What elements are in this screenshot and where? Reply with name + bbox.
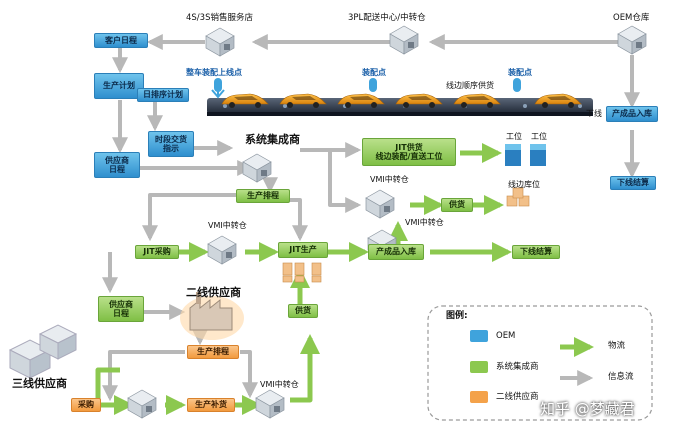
assembly-point-markers [211,78,521,99]
warehouse-icon [617,25,647,55]
offline-settle-2-box: 下线结算 [512,245,560,259]
warehouse-icon [127,389,157,419]
car-icon [453,93,501,108]
warehouse-icon [365,189,395,219]
purchase-box: 采购 [71,398,101,412]
offline-label: 下线 [586,109,602,118]
assembly-point-1-label: 装配点 [362,68,386,77]
tpl-center-label: 3PL配送中心/中转仓 [348,13,426,23]
car-icon [534,93,582,108]
legend-title: 图例: [446,311,468,321]
vehicle-line-point-label: 整车装配上线点 [186,68,242,77]
warehouse-icon [242,153,272,183]
vmi-hub-2-label: VMI中转仓 [405,218,444,227]
tertiary-supplier-label: 三线供应商 [12,377,67,390]
jit-supply-box: JIT供货 线边装配/直送工位 [362,138,456,166]
warehouse-icon [389,25,419,55]
station-2-label: 工位 [531,132,547,141]
dealer-label: 4S/3S销售服务店 [186,13,253,23]
legend-secondary-supplier: 二线供应商 [496,392,539,402]
vmi-hub-3-label: VMI中转仓 [208,221,247,230]
assembly-point-2-label: 装配点 [508,68,532,77]
station-1-label: 工位 [506,132,522,141]
legend-logistics: 物流 [608,341,626,351]
system-integrator-label: 系统集成商 [245,133,300,146]
station-icons [505,144,546,166]
supplier-schedule-1-box: 供应商 日程 [94,152,140,178]
production-replenish-box: 生产补货 [187,398,235,412]
supply-1-box: 供货 [441,198,473,212]
daily-sequence-plan-box: 日排序计划 [137,88,189,102]
oem-warehouse-label: OEM仓库 [613,13,650,23]
customer-schedule-box: 客户日程 [94,33,148,48]
legend-information-flow: 信息流 [608,372,634,382]
jit-procurement-box: JIT采购 [135,245,179,259]
information-flow-arrows [102,34,640,402]
car-icon [395,93,443,108]
factory-icon [180,292,244,340]
production-plan-box: 生产计划 [94,73,144,99]
vmi-hub-1-label: VMI中转仓 [370,175,409,184]
jit-production-box: JIT生产 [278,242,328,258]
production-schedule-2-box: 生产排程 [187,345,239,359]
production-schedule-1-box: 生产排程 [236,189,290,203]
warehouse-icon [255,389,285,419]
supply-2-box: 供货 [288,304,318,318]
warehouse-icon [205,27,235,57]
car-icon [221,93,269,108]
tertiary-supplier-icon [8,324,78,379]
car-icon [337,93,385,108]
product-in-2-box: 产成品入库 [368,244,424,260]
pallet-icons [282,187,530,283]
line-side-storage-label: 线边库位 [508,180,540,189]
line-side-sequence-label: 线边顺序供货 [446,81,494,90]
vmi-hub-4-label: VMI中转仓 [260,380,299,389]
cars-on-line [221,93,582,108]
product-in-1-box: 产成品入库 [606,106,658,122]
supplier-schedule-2-box: 供应商 日程 [98,296,144,322]
car-icon [279,93,327,108]
legend-swatches [470,330,594,403]
legend-oem: OEM [496,331,516,341]
watermark: 知乎 @梦藏君 [540,400,635,418]
timed-delivery-box: 时段交货 指示 [148,131,194,157]
legend-system-integrator: 系统集成商 [496,362,539,372]
secondary-supplier-label: 二线供应商 [186,286,241,299]
warehouse-icon [207,235,237,265]
offline-settle-1-box: 下线结算 [610,176,656,190]
